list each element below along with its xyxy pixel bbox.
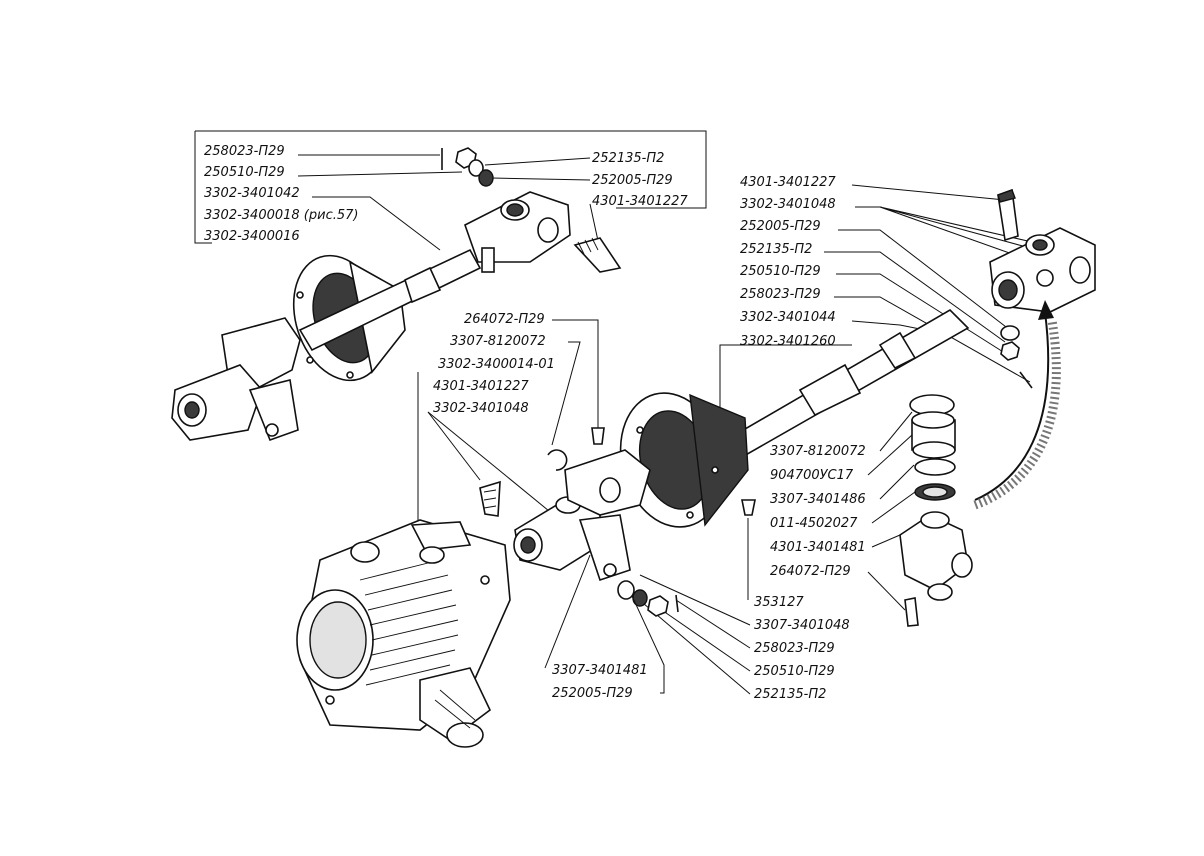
inset-leader-lines: [297, 154, 601, 251]
label-3302-3401042: 3302-3401042: [204, 186, 300, 201]
label-011-4502027: 011-4502027: [770, 516, 858, 531]
label-4301-3401227-a: 4301-3401227: [592, 194, 688, 209]
assembly-arrow: [973, 300, 1061, 510]
label-4301-3401481: 4301-3401481: [770, 540, 866, 555]
label-904700us17: 904700УС17: [770, 468, 854, 483]
steering-gearbox: [296, 519, 511, 748]
label-258023-p29-c: 258023-П29: [754, 641, 835, 656]
label-250510-p29-b: 250510-П29: [740, 264, 821, 279]
inset-labels: 258023-П29 250510-П29 3302-3401042 3302-…: [204, 144, 688, 244]
bottom-right-labels: 353127 3307-3401048 258023-П29 250510-П2…: [754, 595, 850, 702]
label-252005-p29-a: 252005-П29: [592, 173, 673, 188]
label-4301-3401227-b: 4301-3401227: [740, 175, 836, 190]
label-3302-3400014-01: 3302-3400014-01: [438, 357, 555, 372]
bottom-right-small-parts: [617, 499, 756, 617]
right-yoke-assembly: [989, 188, 1096, 389]
label-3302-3401048-a: 3302-3401048: [740, 197, 836, 212]
label-3302-3400016: 3302-3400016: [204, 229, 300, 244]
inset-shaft-assembly: [171, 147, 622, 442]
label-3307-8120072-a: 3307-8120072: [450, 334, 546, 349]
bottom-center-labels: 3307-3401481 252005-П29: [552, 663, 648, 701]
label-3302-3401048-b: 3302-3401048: [433, 401, 529, 416]
label-3302-3401044: 3302-3401044: [740, 310, 836, 325]
label-252135-p2-a: 252135-П2: [592, 151, 664, 166]
label-3307-8120072-b: 3307-8120072: [770, 444, 866, 459]
label-252135-p2-b: 252135-П2: [740, 242, 812, 257]
label-3302-3400018: 3302-3400018 (рис.57): [204, 208, 358, 223]
center-labels: 264072-П29 3307-8120072 3302-3400014-01 …: [433, 312, 555, 416]
cross-leader-lines: [867, 411, 916, 611]
label-252005-p29-c: 252005-П29: [552, 686, 633, 701]
cross-labels: 3307-8120072 904700УС17 3307-3401486 011…: [770, 444, 866, 579]
right-labels: 4301-3401227 3302-3401048 252005-П29 252…: [740, 175, 836, 349]
label-250510-p29-c: 250510-П29: [754, 664, 835, 679]
label-353127: 353127: [754, 595, 804, 610]
center-small-parts: [479, 427, 605, 517]
label-3307-3401048: 3307-3401048: [754, 618, 850, 633]
label-264072-p29-a: 264072-П29: [464, 312, 545, 327]
cross-kit-parts: [899, 394, 973, 627]
center-flange: [619, 392, 749, 528]
label-3307-3401486: 3307-3401486: [770, 492, 866, 507]
label-4301-3401227-c: 4301-3401227: [433, 379, 529, 394]
label-3307-3401481: 3307-3401481: [552, 663, 648, 678]
center-universal-joint: [513, 449, 651, 582]
label-3302-3401260: 3302-3401260: [740, 334, 836, 349]
label-252135-p2-c: 252135-П2: [754, 687, 826, 702]
label-264072-p29-b: 264072-П29: [770, 564, 851, 579]
label-250510-p29-a: 250510-П29: [204, 165, 285, 180]
label-252005-p29-b: 252005-П29: [740, 219, 821, 234]
bottom-center-leader-lines: [544, 554, 665, 694]
inset-frame: [194, 130, 707, 244]
center-leader-lines: [417, 319, 599, 530]
label-258023-p29-a: 258023-П29: [204, 144, 285, 159]
label-258023-p29-b: 258023-П29: [740, 287, 821, 302]
